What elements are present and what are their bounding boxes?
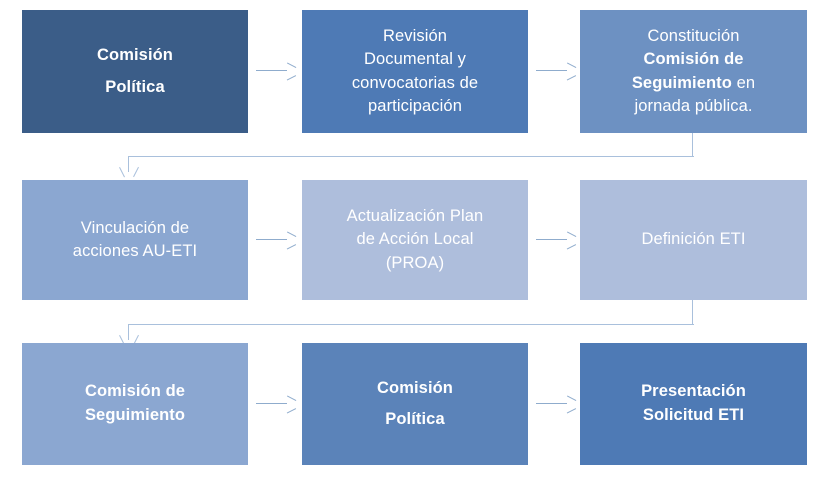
flow-node-presentacion-solicitud-eti[interactable]: Presentación Solicitud ETI xyxy=(580,343,807,465)
flow-node-line-1: Comisión de xyxy=(84,382,186,401)
flow-node-line-3-bold: Seguimiento xyxy=(631,73,732,92)
flow-node-line-2: Comisión de xyxy=(643,50,744,69)
connector-segment-horizontal xyxy=(128,156,694,158)
arrow-shaft xyxy=(536,70,567,72)
flow-node-line-1: Constitución xyxy=(647,26,740,45)
flow-node-constitucion-comision-seguimiento[interactable]: Constitución Comisión de Seguimiento en … xyxy=(580,10,807,133)
flow-node-comision-politica-top[interactable]: Comisión Política xyxy=(22,10,248,133)
flow-node-actualizacion-plan-accion-local[interactable]: Actualización Plan de Acción Local (PROA… xyxy=(302,180,528,300)
arrow-head-icon xyxy=(286,399,296,410)
flow-node-text: Definición ETI xyxy=(588,228,799,251)
connector-n3-to-n4 xyxy=(128,133,694,179)
flow-node-line-2: Política xyxy=(385,410,445,428)
flow-node-line-1: Comisión xyxy=(97,46,173,65)
flow-node-line-2: acciones AU-ETI xyxy=(72,242,198,260)
connector-segment-horizontal xyxy=(128,324,694,326)
flow-node-line-1: Actualización Plan xyxy=(346,206,484,225)
arrow-n2-to-n3 xyxy=(536,64,576,78)
arrow-head-icon xyxy=(286,66,296,77)
flow-node-text: Actualización Plan de Acción Local (PROA… xyxy=(310,205,520,275)
flow-node-line-4: jornada pública. xyxy=(634,96,753,115)
connector-segment-vertical-left xyxy=(128,324,130,340)
flow-node-comision-politica-bottom[interactable]: Comisión Política xyxy=(302,343,528,465)
flow-node-line-2: Solicitud ETI xyxy=(642,406,745,424)
flow-node-line-2: Documental y xyxy=(363,50,467,69)
flow-node-text: Presentación Solicitud ETI xyxy=(588,380,799,428)
flow-node-line-1: Revisión xyxy=(382,26,448,45)
flow-node-text: Comisión Política xyxy=(310,373,520,436)
arrow-shaft xyxy=(536,239,567,241)
flow-node-text: Comisión de Seguimiento xyxy=(30,380,240,428)
arrow-n4-to-n5 xyxy=(256,233,296,247)
flow-node-line-1: Presentación xyxy=(641,382,746,401)
arrow-head-icon xyxy=(566,235,576,246)
flow-node-line-2: de Acción Local xyxy=(356,230,474,249)
flow-node-revision-documental[interactable]: Revisión Documental y convocatorias de p… xyxy=(302,10,528,133)
arrow-head-icon xyxy=(286,235,296,246)
arrow-n8-to-n9 xyxy=(536,397,576,411)
flow-node-line-3: (PROA) xyxy=(385,253,445,272)
connector-segment-vertical-left xyxy=(128,156,130,172)
flow-node-text: Vinculación de acciones AU-ETI xyxy=(30,217,240,264)
flow-node-line-3-rest: en xyxy=(731,73,756,92)
arrow-head-icon xyxy=(566,399,576,410)
flow-node-line-4: participación xyxy=(368,96,462,115)
flow-node-line-1: Vinculación de xyxy=(80,218,190,237)
flow-node-text: Constitución Comisión de Seguimiento en … xyxy=(588,25,799,119)
arrow-n1-to-n2 xyxy=(256,64,296,78)
flow-node-line-3: convocatorias de xyxy=(351,73,479,92)
flow-node-vinculacion-acciones[interactable]: Vinculación de acciones AU-ETI xyxy=(22,180,248,300)
flow-node-line-1: Definición ETI xyxy=(641,230,746,249)
connector-n6-to-n7 xyxy=(128,300,694,346)
flow-node-line-2: Política xyxy=(105,77,165,96)
arrow-shaft xyxy=(256,239,287,241)
arrow-shaft xyxy=(256,70,287,72)
arrow-n7-to-n8 xyxy=(256,397,296,411)
flow-node-text: Comisión Política xyxy=(30,40,240,103)
connector-segment-vertical-right xyxy=(692,133,694,157)
flow-node-line-2: Seguimiento xyxy=(84,406,186,424)
flow-node-line-1: Comisión xyxy=(377,378,453,397)
arrow-head-icon xyxy=(566,66,576,77)
flow-node-definicion-eti[interactable]: Definición ETI xyxy=(580,180,807,300)
connector-arrow-head-icon xyxy=(123,166,136,177)
arrow-n5-to-n6 xyxy=(536,233,576,247)
arrow-shaft xyxy=(256,403,287,405)
connector-segment-vertical-right xyxy=(692,300,694,325)
flow-node-comision-seguimiento-bottom[interactable]: Comisión de Seguimiento xyxy=(22,343,248,465)
arrow-shaft xyxy=(536,403,567,405)
flow-node-text: Revisión Documental y convocatorias de p… xyxy=(310,25,520,119)
